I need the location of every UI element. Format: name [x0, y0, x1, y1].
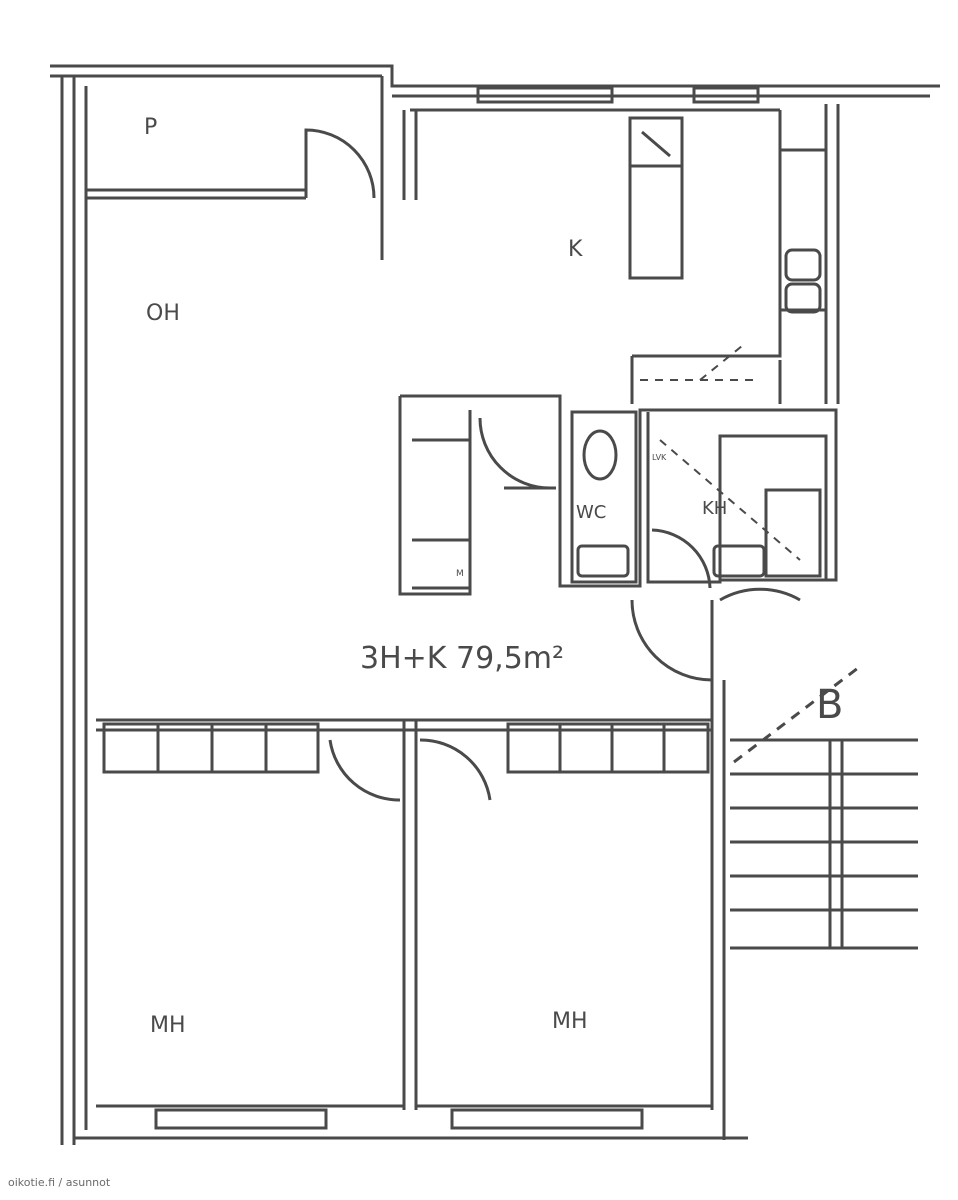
door-mh-left: [328, 739, 401, 802]
appliance-label-lvk: LVK: [652, 453, 667, 462]
toilet: [582, 429, 618, 481]
wc-inner: [570, 410, 638, 584]
door-wc: [478, 417, 556, 490]
sink-1: [784, 248, 822, 282]
room-label-wc: WC: [576, 502, 606, 523]
window-mh-left: [154, 1108, 328, 1130]
entrance-marker: B: [816, 682, 843, 728]
kitchen-counter-right: [780, 104, 840, 404]
window-kitchen-2: [692, 86, 760, 104]
room-label-oh: OH: [146, 301, 180, 326]
room-label-k: K: [568, 237, 583, 262]
appliance-label-m: M: [456, 569, 464, 579]
wardrobe-mh-right: [506, 722, 710, 774]
hidden-line-kitchen: [640, 345, 760, 381]
outer-wall-top-inner: [50, 74, 930, 98]
kitchen-wall-lower: [630, 110, 782, 404]
kitchen-wall-left: [402, 108, 780, 200]
window-kitchen-1: [476, 86, 614, 104]
wardrobe-mh-right-dividers: [558, 724, 666, 772]
hidden-line-kh: [659, 439, 801, 561]
watermark: oikotie.fi / asunnot: [8, 1176, 111, 1189]
door-entrance: [630, 587, 801, 682]
kh-basin: [712, 544, 766, 578]
kitchen-fridge: [628, 116, 684, 280]
room-label-p: P: [144, 115, 157, 140]
bath-block-outline: [398, 394, 838, 596]
wc-basin: [576, 544, 630, 578]
room-label-mh-right: MH: [552, 1009, 588, 1034]
balcony-wall: [86, 76, 384, 260]
door-balcony: [304, 128, 376, 199]
outer-wall-top-left: [50, 64, 940, 88]
closet-left: [412, 438, 470, 590]
door-mh-right: [419, 738, 492, 801]
window-mh-right: [450, 1108, 644, 1130]
shower: [764, 488, 822, 578]
room-label-mh-left: MH: [150, 1013, 186, 1038]
area-label: 3H+K 79,5m²: [360, 641, 564, 676]
outer-wall-left: [60, 76, 88, 1145]
entrance-dashline: [733, 666, 859, 764]
door-kh: [651, 528, 712, 589]
stairs: [730, 738, 918, 950]
bedroom-right-wall: [710, 600, 726, 1140]
bedroom-divider: [402, 720, 418, 1110]
wardrobe-mh-left-dividers: [156, 724, 268, 772]
bedroom-bottom-wall: [74, 1104, 748, 1140]
kitchen-fridge-divide: [630, 130, 682, 168]
kh-inner: [646, 412, 828, 584]
room-label-kh: KH: [702, 498, 727, 519]
sink-2: [784, 282, 822, 314]
